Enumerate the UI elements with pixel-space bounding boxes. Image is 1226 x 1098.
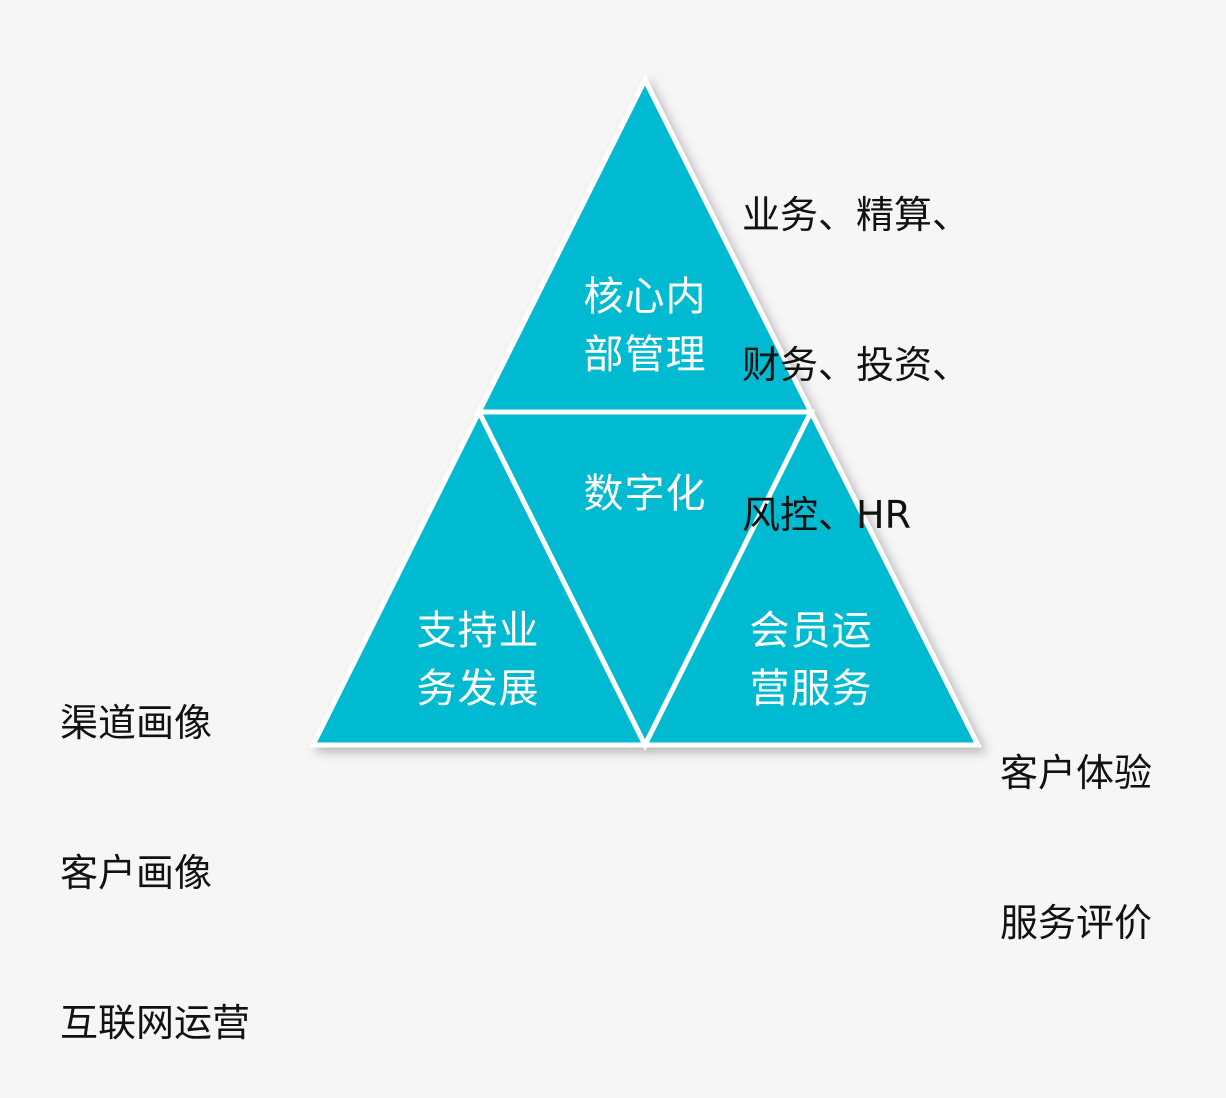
bottom-right-triangle [640,406,983,748]
bottom-right-label: 会员运 营服务 [711,602,911,718]
bottom-left-label-line: 务发展 [416,666,540,712]
annotation-line: 财务、投资、 [742,343,971,387]
left-annotation: 渠道画像 客户画像 互联网运营 [60,598,250,1098]
annotation-line: 渠道画像 [60,701,213,745]
center-label: 数字化 [545,465,745,523]
top-label-line: 核心内 [583,274,707,320]
annotation-line: 业务、精算、 [742,193,971,237]
bottom-left-label-line: 支持业 [416,608,540,654]
top-right-annotation: 业务、精算、 财务、投资、 风控、HR [742,90,970,590]
bottom-right-label-line: 会员运 [749,608,873,654]
pyramid-diagram [308,74,983,751]
right-annotation: 客户体验 服务评价 [1000,648,1152,998]
bottom-right-label-line: 营服务 [749,666,873,712]
bottom-left-label: 支持业 务发展 [378,602,578,718]
center-label-line: 数字化 [583,471,707,517]
annotation-line: 客户画像 [60,851,213,895]
annotation-line: 互联网运营 [60,1001,251,1045]
annotation-line: 风控、HR [742,493,911,537]
annotation-line: 服务评价 [1000,901,1153,945]
top-label-line: 部管理 [583,332,707,378]
annotation-line: 客户体验 [1000,751,1153,795]
top-label: 核心内 部管理 [545,268,745,384]
bottom-left-triangle [308,406,650,748]
